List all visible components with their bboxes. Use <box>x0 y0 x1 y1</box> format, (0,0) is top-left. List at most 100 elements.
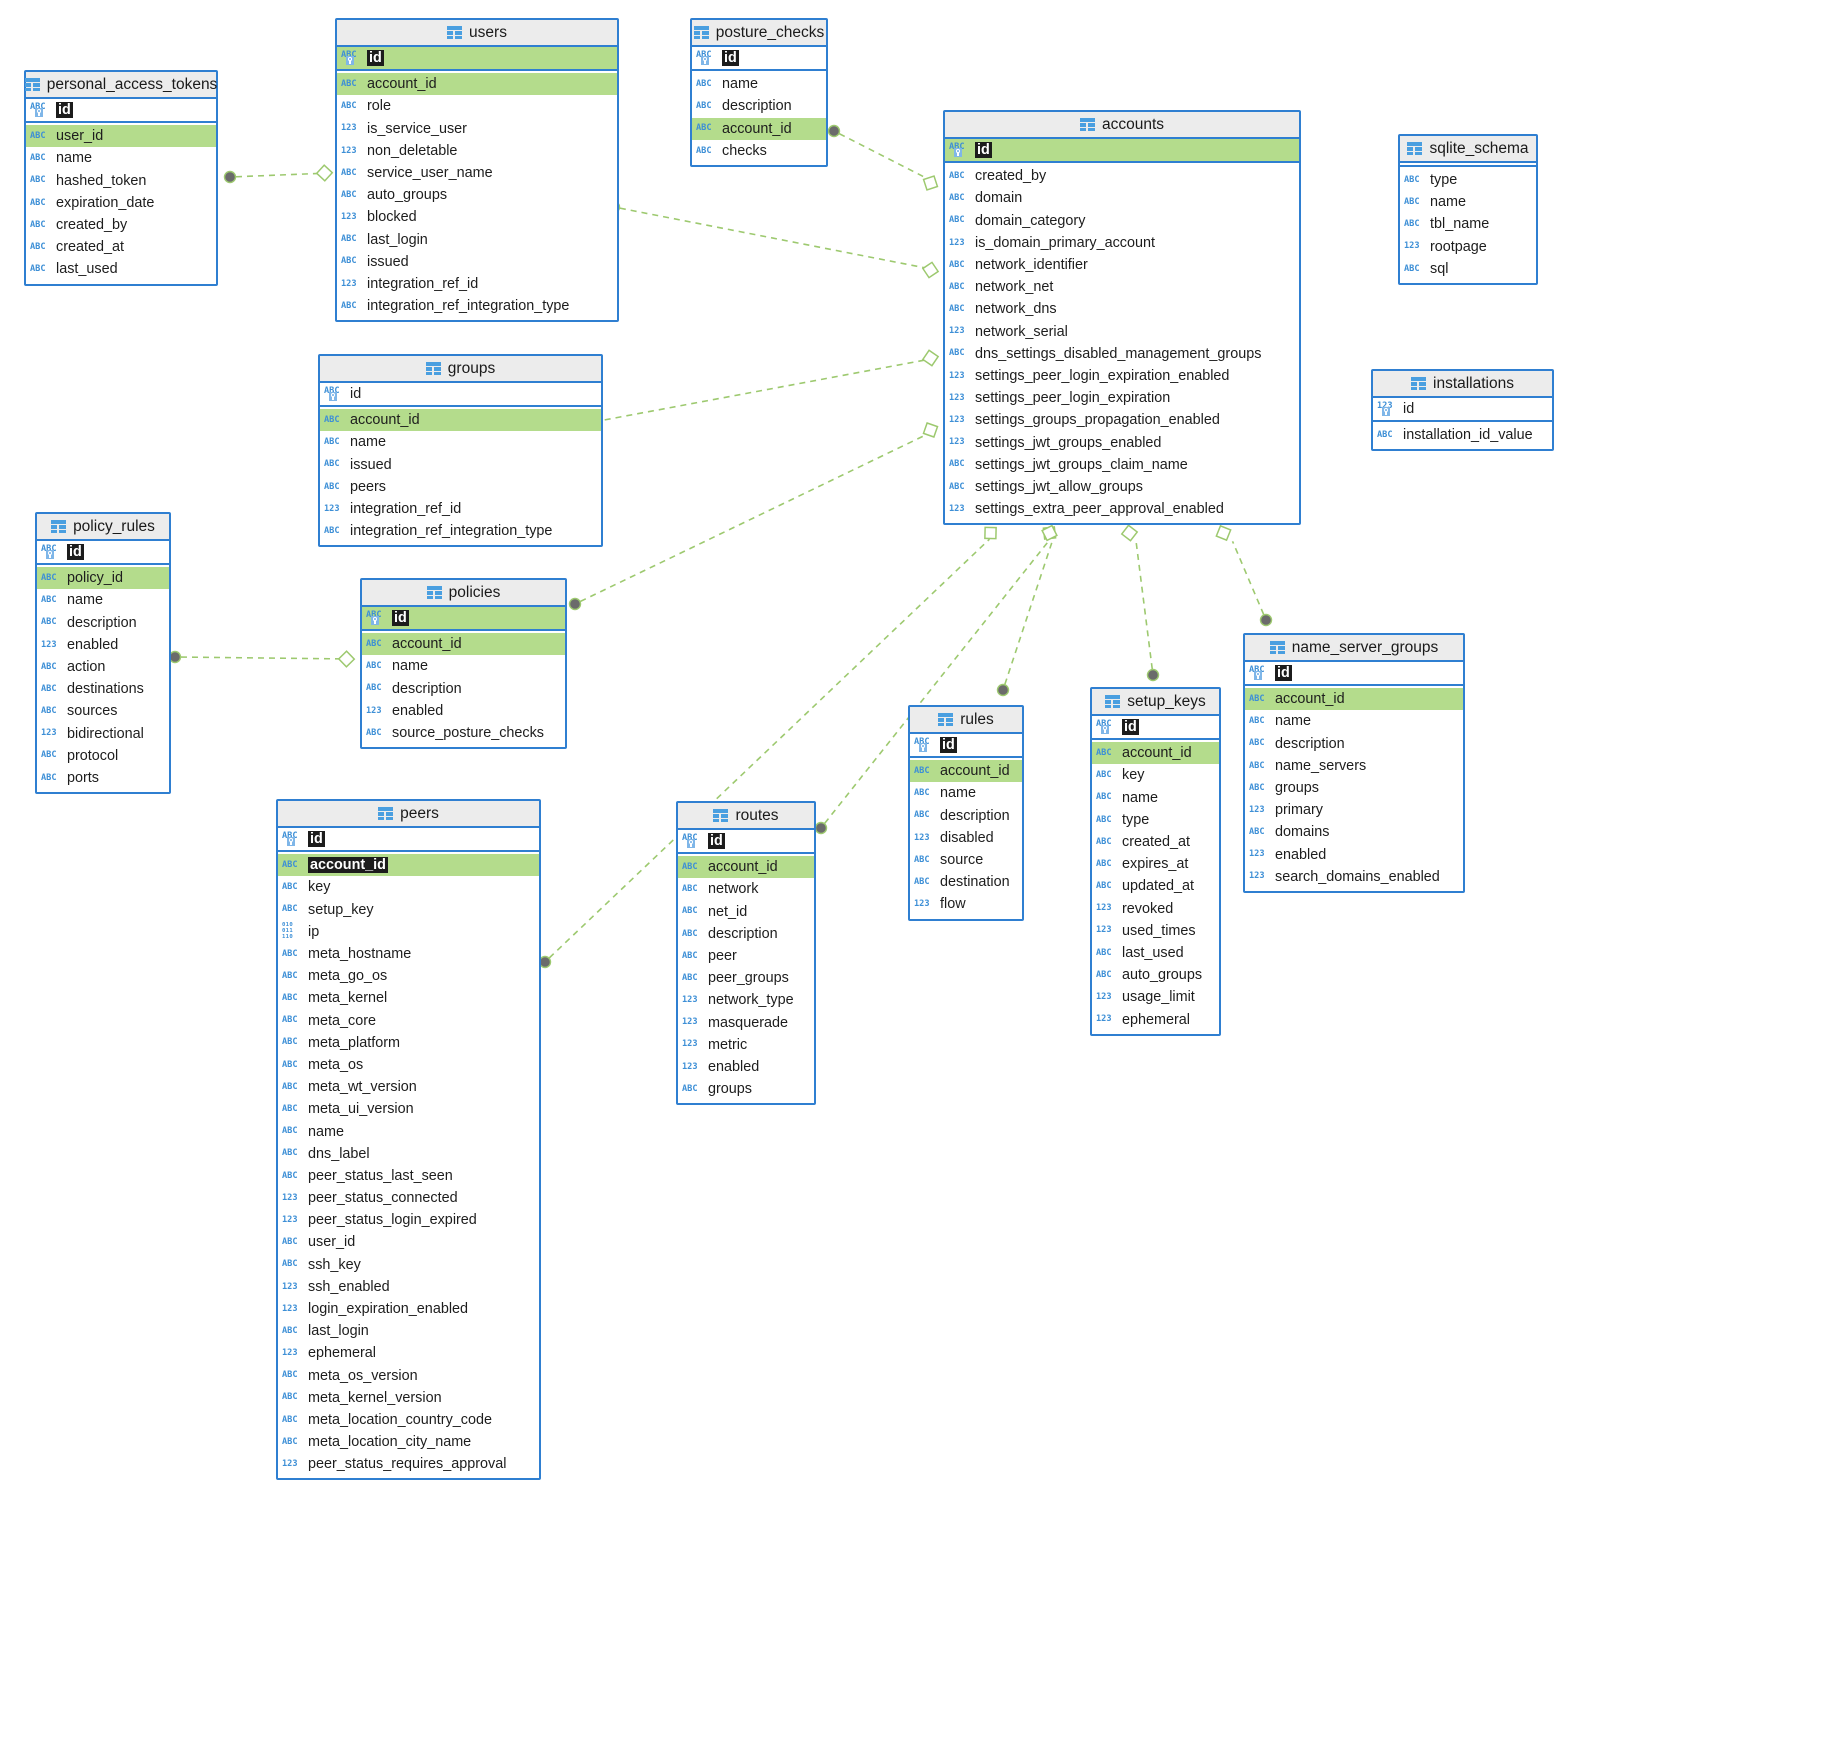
column-row[interactable]: ABCid <box>337 47 617 70</box>
table-header[interactable]: routes <box>678 803 814 830</box>
table-header[interactable]: policy_rules <box>37 514 169 541</box>
table-policies[interactable]: policiesABCidABCaccount_idABCnameABCdesc… <box>360 578 567 750</box>
column-row[interactable]: ABCid <box>37 541 169 563</box>
table-routes[interactable]: routesABCidABCaccount_idABCnetworkABCnet… <box>676 801 816 1106</box>
column-row[interactable]: ABCid <box>945 139 1299 162</box>
table-header[interactable]: policies <box>362 580 565 607</box>
table-header[interactable]: rules <box>910 707 1022 734</box>
table-header[interactable]: setup_keys <box>1092 689 1219 716</box>
table-header[interactable]: installations <box>1373 371 1552 398</box>
column-row[interactable]: ABCid <box>1092 716 1219 738</box>
table-users[interactable]: usersABCidABCaccount_idABCrole123is_serv… <box>335 18 619 323</box>
table-personal_access_tokens[interactable]: personal_access_tokensABCidABCuser_idABC… <box>24 70 218 286</box>
column-row[interactable]: ABCid <box>26 99 216 121</box>
column-row[interactable]: ABCid <box>910 734 1022 756</box>
table-header[interactable]: groups <box>320 356 601 383</box>
table-accounts[interactable]: accountsABCidABCcreated_byABCdomainABCdo… <box>943 110 1301 526</box>
table-header[interactable]: accounts <box>945 112 1299 139</box>
table-header[interactable]: users <box>337 20 617 47</box>
table-policy_rules[interactable]: policy_rulesABCidABCpolicy_idABCnameABCd… <box>35 512 171 795</box>
table-header[interactable]: posture_checks <box>692 20 826 47</box>
column-row[interactable]: ABCid <box>692 47 826 69</box>
table-installations[interactable]: installations123idABCinstallation_id_val… <box>1371 369 1554 452</box>
